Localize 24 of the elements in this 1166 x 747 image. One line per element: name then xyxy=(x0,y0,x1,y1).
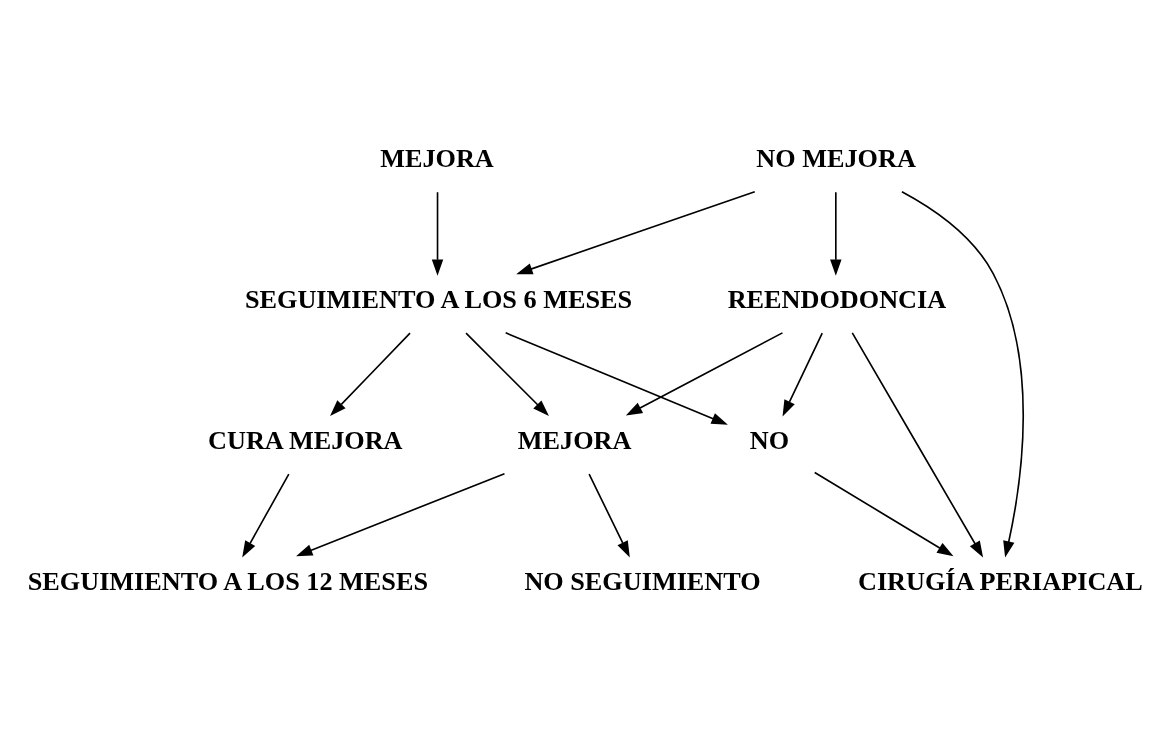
node-text: NO MEJORA xyxy=(756,143,916,173)
arrow xyxy=(588,473,630,558)
node-text: SEGUIMIENTO A LOS 6 MESES xyxy=(244,284,633,314)
arrow xyxy=(516,190,756,275)
arrow xyxy=(830,191,842,276)
node-text: MEJORA xyxy=(380,143,494,173)
arrow xyxy=(242,473,290,558)
node-text: REENDODONCIA xyxy=(727,284,947,314)
node-text: CIRUGÍA PERIAPICAL xyxy=(857,566,1143,596)
arrow xyxy=(851,332,984,558)
arrow xyxy=(296,472,506,557)
arrow xyxy=(431,191,444,276)
arrow xyxy=(465,332,549,417)
arrow xyxy=(782,332,824,417)
arrow xyxy=(901,190,1025,558)
node-text: SEGUIMIENTO A LOS 12 MESES xyxy=(27,566,428,596)
arrow xyxy=(625,332,784,416)
arrow xyxy=(330,332,411,417)
arrow xyxy=(813,471,954,557)
arrow xyxy=(504,332,728,425)
node-text: NO SEGUIMIENTO xyxy=(524,566,761,596)
node-text: MEJORA xyxy=(517,425,632,455)
node-text: NO xyxy=(749,425,790,455)
node-text: CURA MEJORA xyxy=(208,425,403,455)
